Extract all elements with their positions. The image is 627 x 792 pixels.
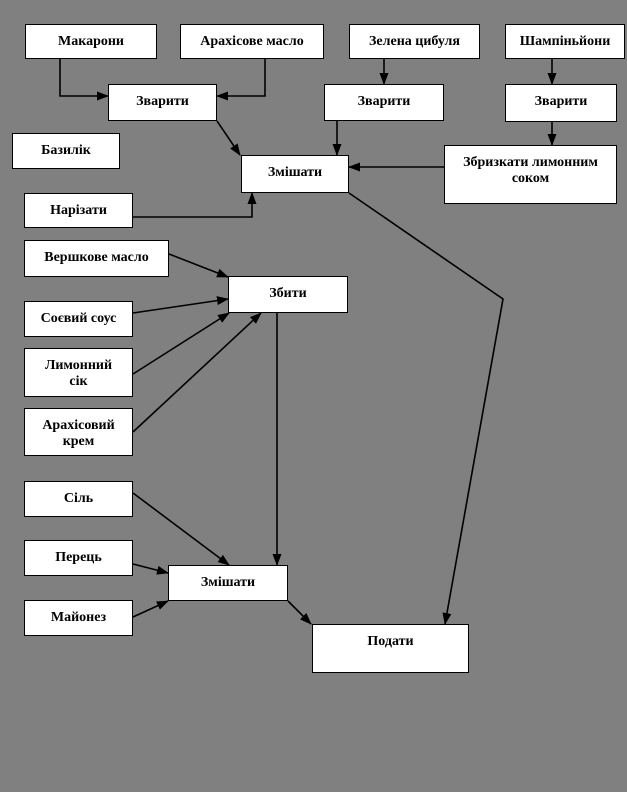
node-zmishaty-2[interactable]: Змішати [168,565,288,601]
node-label: Зварити [136,94,189,109]
node-label: Змішати [267,165,323,180]
edge-lymonnyi-sik-to-zbyty [132,312,230,375]
edge-perets-to-zmishaty-2 [132,563,169,575]
edge-zmishaty-1-to-podaty [348,192,504,625]
node-label: Соєвий соус [40,311,117,326]
node-label: Збити [269,286,307,301]
node-bazylik[interactable]: Базилік [12,133,120,169]
node-label: Збризкати лимонним соком [463,155,598,186]
node-zbyty[interactable]: Збити [228,276,348,313]
node-label: Перець [55,550,102,565]
node-narizaty[interactable]: Нарізати [24,193,133,228]
node-zbryzkaty[interactable]: Збризкати лимонним соком [444,145,617,204]
node-label: Арахісовий крем [42,418,115,449]
edge-zvaryty-1-to-zmishaty-1 [216,120,241,156]
node-label: Змішати [200,575,256,590]
node-makaroni[interactable]: Макарони [25,24,157,59]
edge-narizaty-to-zmishaty-1 [133,192,257,218]
node-label: Зварити [357,94,411,109]
edge-arahisove-maslo-to-zvaryty-1 [216,59,266,101]
node-arahisove-maslo[interactable]: Арахісове масло [180,24,324,59]
edge-soievyi-sous-to-zbyty [132,296,229,314]
node-perets[interactable]: Перець [24,540,133,576]
node-label: Шампіньйони [519,34,611,49]
node-lymonnyi-sik[interactable]: Лимонний сік [24,348,133,397]
edge-makaroni-to-zvaryty-1 [59,59,109,101]
node-label: Подати [367,634,414,649]
node-label: Макарони [58,34,124,49]
node-label: Зварити [534,94,588,109]
node-zelena-tsybulia[interactable]: Зелена цибуля [349,24,480,59]
node-label: Лимонний сік [44,358,113,389]
node-label: Майонез [50,610,107,625]
edge-vershkove-maslo-to-zbyty [168,253,229,278]
node-label: Арахісове масло [200,34,304,49]
node-vershkove-maslo[interactable]: Вершкове масло [24,240,169,277]
node-label: Нарізати [50,203,107,218]
node-label: Сіль [63,491,94,506]
node-podaty[interactable]: Подати [312,624,469,673]
node-zmishaty-1[interactable]: Змішати [241,155,349,193]
node-zvaryty-1[interactable]: Зварити [108,84,217,121]
edge-maionez-to-zmishaty-2 [132,600,169,618]
node-label: Зелена цибуля [369,34,460,49]
node-label: Вершкове масло [44,250,149,265]
node-sil[interactable]: Сіль [24,481,133,517]
edge-zmishaty-2-to-podaty [287,600,312,625]
node-arahisovyi-krem[interactable]: Арахісовий крем [24,408,133,456]
edge-arahisovyi-krem-to-zbyty [132,312,262,433]
node-zvaryty-3[interactable]: Зварити [505,84,617,122]
edge-sil-to-zmishaty-2 [132,492,230,566]
node-maionez[interactable]: Майонез [24,600,133,636]
node-zvaryty-2[interactable]: Зварити [324,84,444,121]
node-shampinjony[interactable]: Шампіньйони [505,24,625,59]
node-label: Базилік [41,143,91,158]
node-soievyi-sous[interactable]: Соєвий соус [24,301,133,337]
